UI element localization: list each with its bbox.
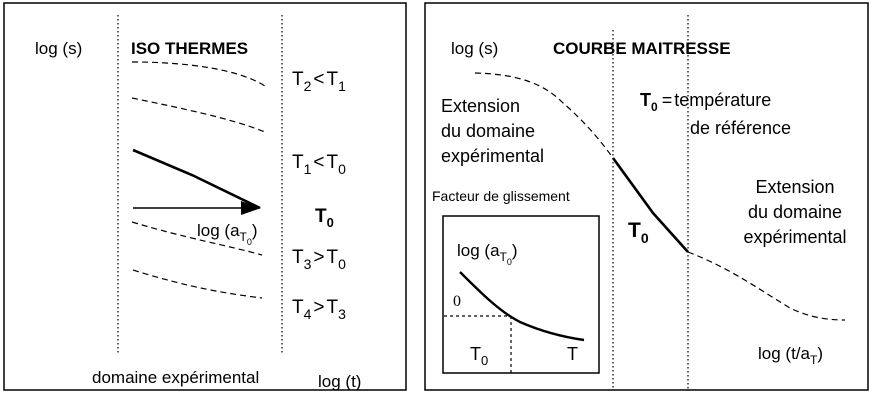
- shift-label: log (aT0): [197, 221, 258, 247]
- left-ylabel: log (s): [35, 39, 82, 58]
- relation-T3-gt-T0: T3>T0: [292, 247, 346, 272]
- right-ylabel: log (s): [451, 39, 498, 58]
- relation-T2-lt-T1: T2<T1: [292, 69, 346, 94]
- inset-frame: [442, 215, 600, 374]
- master-curve-extension-left: [474, 72, 614, 159]
- inset-T0-label: T0: [470, 344, 488, 368]
- inset-ylabel: log (aT0): [457, 241, 518, 267]
- inset-xlabel: T: [567, 344, 578, 364]
- inset-shift-curve: [459, 271, 585, 342]
- isotherm-T0: [132, 148, 261, 210]
- right-extension-line1: Extension: [755, 177, 834, 197]
- right-panel-frame: [424, 2, 869, 391]
- master-curve-T0: [611, 157, 689, 253]
- isotherm-T1: [131, 97, 266, 133]
- isotherm-T2: [131, 61, 266, 87]
- reference-definition: T0=température: [640, 90, 771, 114]
- reference-T0-label: T0: [315, 206, 334, 230]
- inset-title: Facteur de glissement: [432, 188, 570, 204]
- right-extension-line3: expérimental: [743, 227, 846, 247]
- right-title: COURBE MAITRESSE: [553, 39, 731, 58]
- shift-arrow-head: [241, 201, 261, 215]
- left-extension-line1: Extension: [441, 96, 520, 116]
- isotherm-T3: [131, 221, 263, 256]
- domain-label: domaine expérimental: [92, 368, 259, 387]
- left-title: ISO THERMES: [131, 39, 248, 58]
- inset-zero-label: 0: [453, 293, 461, 310]
- isothermes-panel: log (s) ISO THERMES log (aT0) T0 T2<T1 T…: [3, 2, 407, 391]
- relation-T4-gt-T3: T4>T3: [292, 297, 346, 322]
- relation-T1-lt-T0: T1<T0: [292, 152, 346, 177]
- left-extension-line2: du domaine: [441, 121, 535, 141]
- isotherm-T4: [132, 269, 263, 299]
- left-extension-line3: expérimental: [441, 146, 544, 166]
- left-xlabel: log (t): [318, 372, 361, 391]
- right-xlabel: log (t/aT): [758, 344, 823, 367]
- right-extension-line2: du domaine: [748, 202, 842, 222]
- left-panel-frame: [3, 2, 407, 391]
- master-curve-T0-label: T0: [628, 219, 649, 246]
- master-curve-extension-right: [687, 251, 846, 321]
- shift-factor-inset: Facteur de glissement log (aT0) 0 T0 T: [432, 188, 600, 374]
- courbe-maitresse-panel: log (s) COURBE MAITRESSE Extension du do…: [424, 2, 869, 391]
- reference-definition-line2: de référence: [690, 118, 791, 138]
